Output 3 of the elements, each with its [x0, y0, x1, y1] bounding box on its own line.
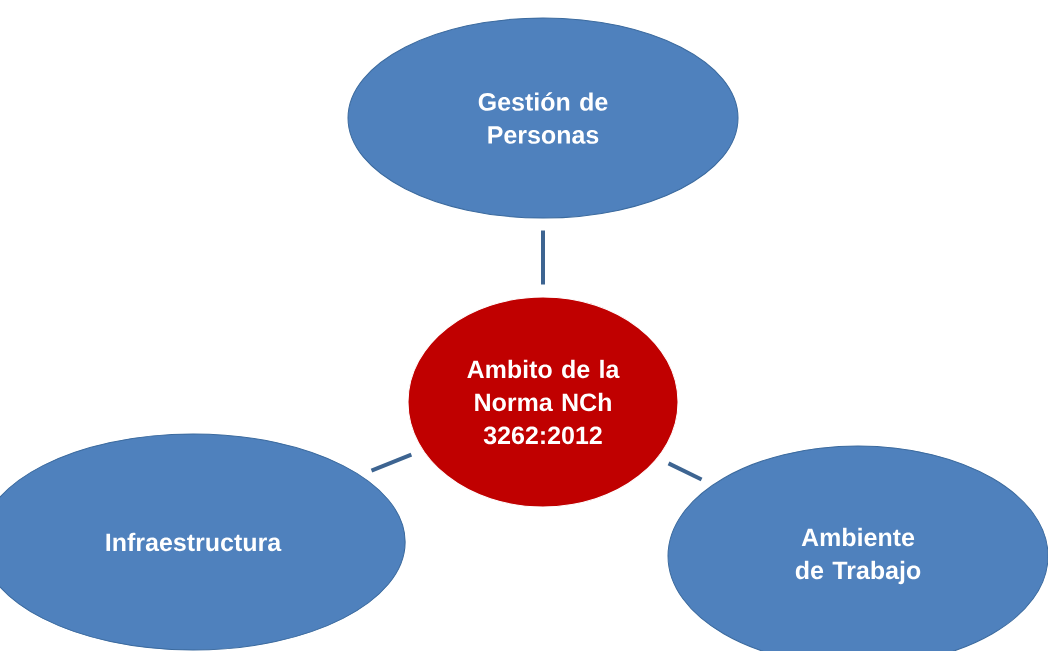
connector-line [541, 230, 545, 285]
connector-line [667, 461, 703, 482]
connector-line [370, 452, 413, 473]
